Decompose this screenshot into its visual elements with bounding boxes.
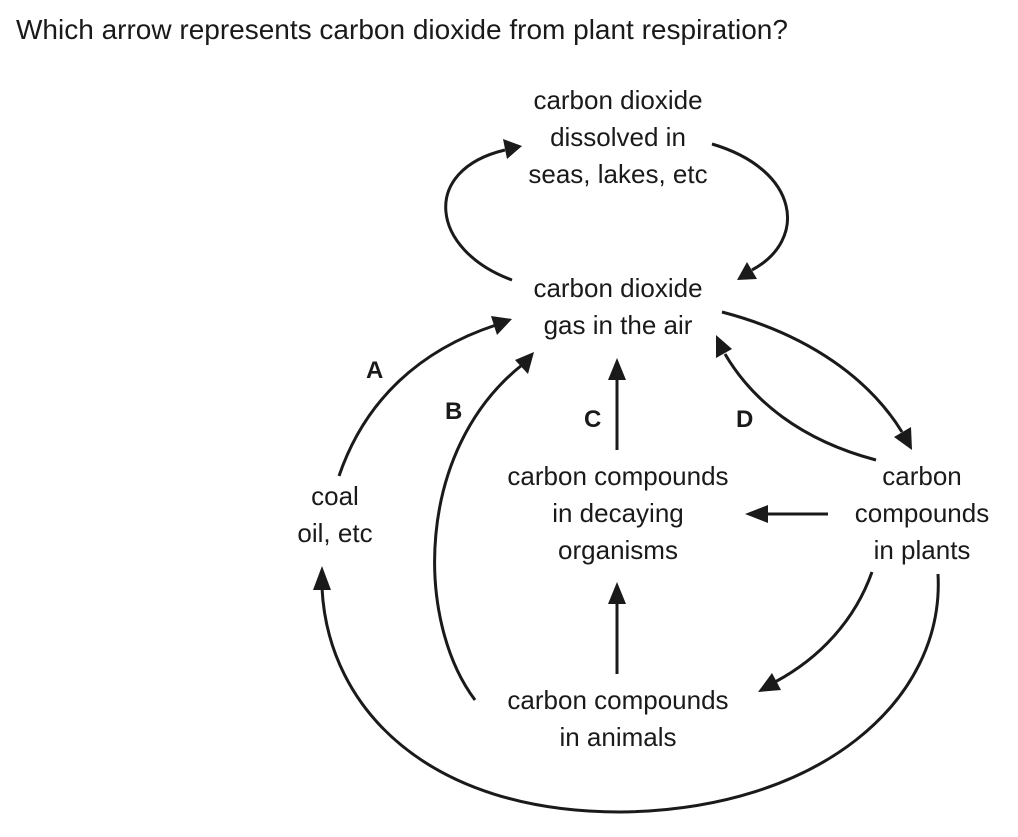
question-text: Which arrow represents carbon dioxide fr… bbox=[16, 14, 788, 45]
arrow-plants-to-fossil bbox=[320, 573, 940, 814]
arrow-label-b: B bbox=[445, 398, 463, 425]
node-animals-line-2: in animals bbox=[559, 722, 677, 752]
arrow-animals-to-decaying-head bbox=[608, 582, 626, 604]
arrow-air-to-dissolved-head bbox=[503, 139, 522, 159]
arrow-c-decaying-to-air-head bbox=[608, 358, 626, 380]
arrow-plants-to-decaying-head bbox=[745, 505, 768, 523]
node-air-line-2: gas in the air bbox=[543, 310, 693, 340]
node-fossil-line-2: oil, etc bbox=[297, 518, 373, 548]
node-air-co2: carbon dioxide gas in the air bbox=[498, 270, 738, 344]
arrow-air-to-plants-head bbox=[894, 427, 912, 450]
node-plants: carbon compounds in plants bbox=[836, 458, 1008, 569]
node-animals-line-1: carbon compounds bbox=[507, 685, 729, 715]
arrow-plants-to-animals-head bbox=[758, 673, 781, 692]
arrow-plants-to-fossil-head bbox=[313, 566, 331, 590]
node-plants-line-2: compounds bbox=[854, 498, 990, 528]
arrow-air-to-plants bbox=[721, 310, 904, 433]
node-air-line-1: carbon dioxide bbox=[533, 273, 703, 303]
node-plants-line-3: in plants bbox=[873, 535, 971, 565]
arrow-a-fossil-to-air bbox=[337, 323, 497, 477]
arrow-b-animals-to-air-head bbox=[515, 352, 534, 374]
node-dissolved-line-2: dissolved in bbox=[550, 122, 686, 152]
arrow-label-d: D bbox=[736, 406, 754, 433]
arrow-d-plants-to-air-head bbox=[716, 335, 732, 358]
node-decaying-line-1: carbon compounds bbox=[507, 461, 729, 491]
arrow-dissolved-to-air bbox=[711, 142, 789, 272]
node-dissolved-co2: carbon dioxide dissolved in seas, lakes,… bbox=[498, 82, 738, 193]
node-dissolved-line-3: seas, lakes, etc bbox=[528, 159, 708, 189]
arrow-dissolved-to-air-head bbox=[737, 262, 757, 280]
node-fossil-line-1: coal bbox=[311, 481, 359, 511]
arrow-b-animals-to-air bbox=[433, 363, 523, 701]
node-decaying-organisms: carbon compounds in decaying organisms bbox=[478, 458, 758, 569]
arrow-plants-to-animals bbox=[774, 571, 874, 684]
node-dissolved-line-1: carbon dioxide bbox=[533, 85, 703, 115]
node-plants-line-1: carbon bbox=[882, 461, 962, 491]
arrow-a-fossil-to-air-head bbox=[491, 316, 512, 335]
node-decaying-line-2: in decaying bbox=[552, 498, 684, 528]
node-decaying-line-3: organisms bbox=[558, 535, 678, 565]
node-animals: carbon compounds in animals bbox=[478, 682, 758, 756]
node-fossil-fuels: coal oil, etc bbox=[270, 478, 400, 552]
arrow-label-a: A bbox=[366, 357, 384, 384]
arrow-d-plants-to-air bbox=[723, 353, 877, 462]
arrow-label-c: C bbox=[584, 406, 602, 433]
arrow-air-to-dissolved bbox=[444, 148, 513, 282]
